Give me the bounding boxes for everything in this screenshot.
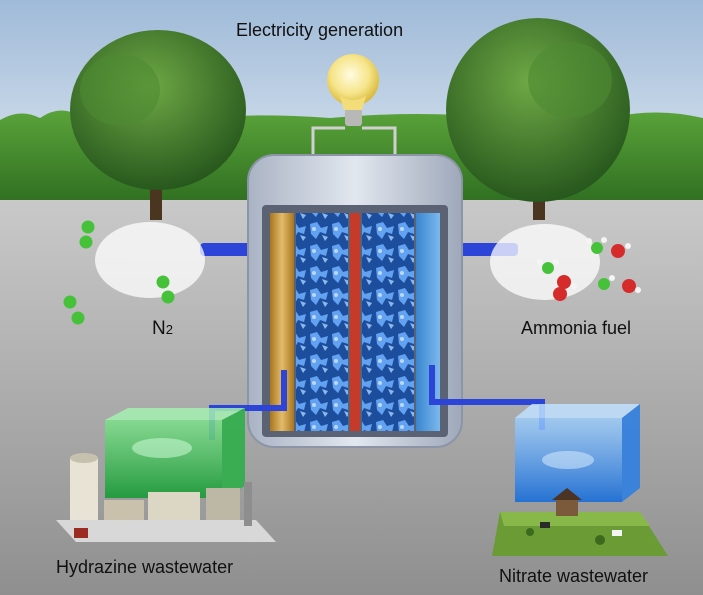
anode-electrode <box>296 213 348 431</box>
fuel-cell <box>247 154 463 448</box>
label-n2-main: N <box>152 318 166 339</box>
cathode-plate <box>416 213 440 431</box>
label-n2-subscript: 2 <box>165 322 173 337</box>
nitrogen-molecules <box>63 220 175 325</box>
light-bulb-icon <box>311 54 397 160</box>
ammonia-gas-plume <box>490 224 600 300</box>
tree-icon-right <box>446 18 630 220</box>
cathode-electrode <box>362 213 414 431</box>
factory-icon <box>56 453 276 542</box>
label-nitrate-wastewater: Nitrate wastewater <box>499 566 649 586</box>
membrane <box>350 213 360 431</box>
n2-gas-plume <box>95 222 205 298</box>
gas-outlet-pipe-left <box>200 243 262 256</box>
farm-icon <box>492 488 668 556</box>
nitrate-tank <box>515 404 640 502</box>
tree-icon-left <box>70 30 246 220</box>
label-electricity-generation: Electricity generation <box>236 20 404 40</box>
label-ammonia-fuel: Ammonia fuel <box>521 318 632 338</box>
label-n2: N2 <box>152 318 173 340</box>
label-hydrazine-wastewater: Hydrazine wastewater <box>56 557 234 577</box>
ammonia-molecules <box>537 237 641 301</box>
hydrazine-tank <box>105 408 245 498</box>
